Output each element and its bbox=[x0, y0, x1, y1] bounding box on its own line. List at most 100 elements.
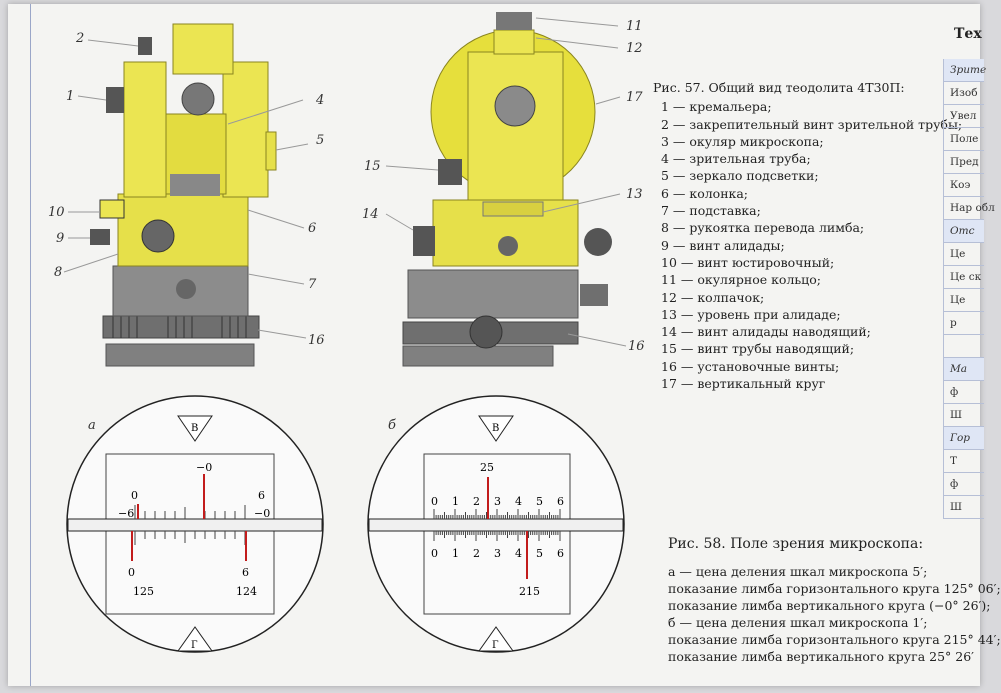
a-h-right-6: 6 bbox=[242, 566, 249, 579]
tangent-screw-right bbox=[584, 228, 612, 256]
legend-item: 5 — зеркало подсветки; bbox=[661, 168, 819, 184]
page-margin-line bbox=[30, 4, 31, 686]
sidebar-cell: Поле bbox=[944, 128, 984, 151]
callout-6: 6 bbox=[308, 221, 316, 236]
top-mark-a: В bbox=[191, 423, 198, 434]
sidebar-cell: ф bbox=[944, 381, 984, 404]
scale-frame-a bbox=[105, 453, 275, 615]
scale-label: 6 bbox=[557, 547, 564, 560]
legend-item: 4 — зрительная труба; bbox=[661, 151, 811, 167]
callout-9: 9 bbox=[56, 231, 64, 246]
scale-label: 4 bbox=[515, 547, 522, 560]
figure-58-legend: а — цена деления шкал микроскопа 5′; пока… bbox=[668, 563, 1001, 665]
a-v-label: −0 bbox=[196, 461, 212, 474]
legend-item: 11 — окулярное кольцо; bbox=[661, 272, 821, 288]
legend-item: 6 — колонка; bbox=[661, 185, 749, 201]
sidebar-cell: Изоб bbox=[944, 82, 984, 105]
divider-band-a bbox=[67, 518, 323, 532]
legend-item: 1 — кремальера; bbox=[661, 99, 772, 115]
figure-57-caption: Рис. 57. Общий вид теодолита 4Т30П: 1 — … bbox=[653, 79, 962, 392]
alidade-body bbox=[117, 193, 249, 267]
legend-item: 7 — подставка; bbox=[661, 203, 761, 219]
alidade-screw bbox=[90, 229, 110, 245]
sidebar-heading: Тех bbox=[954, 26, 982, 42]
panel-b-label: б bbox=[388, 418, 396, 433]
callout-16-right: 16 bbox=[628, 339, 645, 354]
legend-item: 8 — рукоятка перевода лимба; bbox=[661, 220, 865, 236]
sidebar-cell: Це bbox=[944, 243, 984, 266]
alidade-knob bbox=[141, 219, 175, 253]
callout-17: 17 bbox=[626, 90, 643, 105]
figure-58-caption: Рис. 58. Поле зрения микроскопа: а — цен… bbox=[668, 536, 1001, 665]
a-v-left-0: 0 bbox=[131, 489, 138, 502]
scale-label: 3 bbox=[494, 547, 501, 560]
top-mark-b: В bbox=[492, 423, 499, 434]
legend-item: 16 — установочные винты; bbox=[661, 358, 840, 374]
legend-item: 14 — винт алидады наводящий; bbox=[661, 324, 871, 340]
sidebar-cell: Пред bbox=[944, 151, 984, 174]
sidebar-cell: Ш bbox=[944, 496, 984, 519]
clamp-screw bbox=[138, 37, 152, 55]
scale-label: 1 bbox=[452, 495, 459, 508]
divider-band-b bbox=[368, 518, 624, 532]
legend-line: б — цена деления шкал микроскопа 1′; bbox=[668, 615, 928, 630]
tribrach-side-knob bbox=[580, 284, 608, 306]
base-plate bbox=[402, 345, 554, 367]
callout-7: 7 bbox=[308, 277, 317, 292]
bottom-mark-b: Г bbox=[492, 640, 499, 651]
callout-11: 11 bbox=[626, 19, 643, 34]
base-plate bbox=[105, 343, 255, 367]
legend-line: показание лимба горизонтального круга 12… bbox=[668, 581, 1001, 596]
focus-knob bbox=[106, 87, 124, 113]
a-h-left-0: 0 bbox=[128, 566, 135, 579]
a-v-left-neg6: −6 bbox=[118, 507, 134, 520]
callout-13: 13 bbox=[626, 187, 643, 202]
tangent-screw-left bbox=[413, 226, 435, 256]
telescope-objective bbox=[170, 174, 220, 196]
callout-10: 10 bbox=[48, 205, 65, 220]
legend-item: 15 — винт трубы наводящий; bbox=[661, 341, 855, 357]
scale-label: 4 bbox=[515, 495, 522, 508]
top-bridge bbox=[172, 23, 234, 75]
scale-label: 2 bbox=[473, 495, 480, 508]
legend-item: 2 — закрепительный винт зрительной трубы… bbox=[661, 116, 963, 132]
standard-left bbox=[123, 61, 167, 198]
callout-leaders-left bbox=[63, 39, 309, 339]
telescope-tangent bbox=[438, 159, 462, 185]
bottom-triangle-a bbox=[177, 626, 213, 652]
scale-b-top-ticks bbox=[433, 509, 561, 519]
figure-57-legend: 1 — кремальера;2 — закрепительный винт з… bbox=[653, 98, 962, 392]
eyepiece-cap bbox=[493, 29, 535, 55]
legend-item: 17 — вертикальный круг bbox=[661, 376, 826, 392]
callout-2: 2 bbox=[75, 31, 84, 46]
vertical-circle-hub bbox=[181, 82, 215, 116]
bottom-mark-a: Г bbox=[191, 640, 198, 651]
alidade-level bbox=[482, 201, 544, 217]
legend-item: 13 — уровень при алидаде; bbox=[661, 306, 841, 322]
theodolite-side-view bbox=[90, 23, 277, 367]
sidebar-cell: ф bbox=[944, 473, 984, 496]
scale-label: 2 bbox=[473, 547, 480, 560]
scale-label: 5 bbox=[536, 547, 543, 560]
scale-frame-b bbox=[423, 453, 571, 615]
top-triangle-a bbox=[177, 415, 213, 442]
callout-leaders-right bbox=[385, 17, 627, 347]
sidebar-cell: Увел bbox=[944, 105, 984, 128]
callout-14: 14 bbox=[362, 207, 379, 222]
b-v-label: 25 bbox=[480, 461, 494, 474]
standard-right bbox=[222, 61, 269, 198]
sidebar-cell: Т bbox=[944, 450, 984, 473]
scale-label: 0 bbox=[431, 495, 438, 508]
leveling-screws bbox=[102, 315, 260, 339]
sidebar-cell bbox=[944, 335, 984, 358]
scale-ticks-a-top bbox=[134, 505, 246, 519]
callout-16-left: 16 bbox=[308, 333, 325, 348]
legend-line: а — цена деления шкал микроскопа 5′; bbox=[668, 564, 928, 579]
eyepiece-ring bbox=[496, 12, 532, 30]
scale-label: 5 bbox=[536, 495, 543, 508]
sidebar-cell: Ш bbox=[944, 404, 984, 427]
scale-label: 3 bbox=[494, 495, 501, 508]
top-triangle-b bbox=[478, 415, 514, 442]
